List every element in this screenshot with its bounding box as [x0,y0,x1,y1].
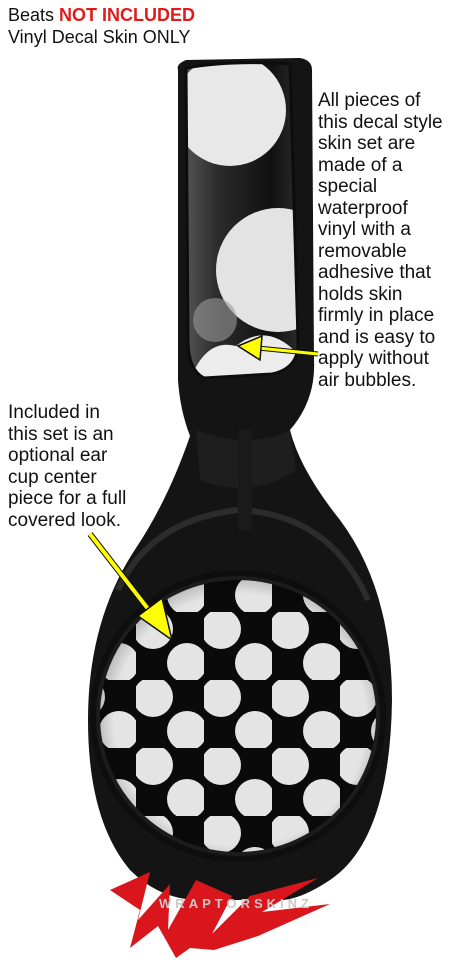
header-subtitle: Vinyl Decal Skin ONLY [8,27,191,47]
band-callout: All pieces of this decal style skin set … [318,90,443,391]
not-included-warning: NOT INCLUDED [59,5,196,25]
header: Beats NOT INCLUDED Vinyl Decal Skin ONLY [8,4,195,48]
arrow-band [236,334,319,362]
header-line-1: Beats NOT INCLUDED [8,4,195,26]
ear-cup-skin [90,570,386,862]
arrow-ear-cup [87,532,174,642]
brand-text: Beats [8,5,55,25]
ear-cup-callout: Included in this set is an optional ear … [8,402,127,531]
band-skin [186,62,299,379]
logo-wordmark: WRAPTORSKINZ [159,896,313,911]
wraptorskinz-logo: WRAPTORSKINZ [110,872,330,958]
